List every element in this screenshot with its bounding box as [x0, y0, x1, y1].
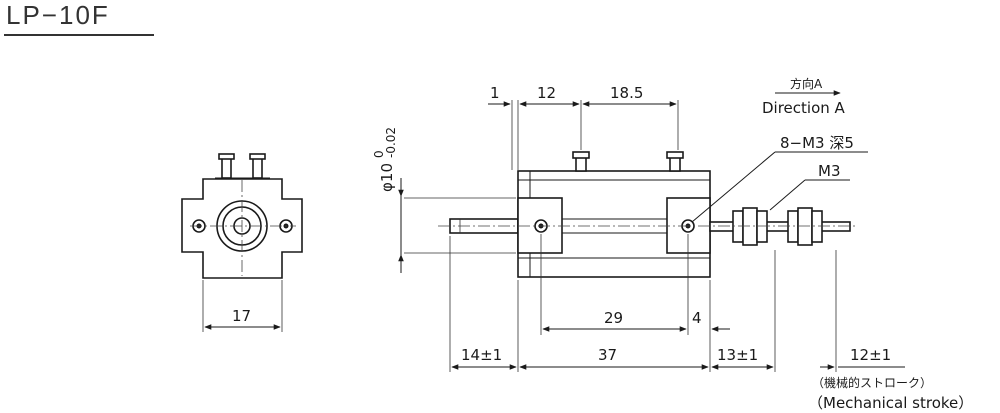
dim-13: 13±1	[717, 346, 758, 364]
title-underline	[4, 34, 154, 36]
end-view	[181, 153, 303, 332]
dim-29: 29	[604, 309, 623, 327]
stroke-jp-label: （機械的ストローク）	[812, 375, 932, 390]
dim-diameter: φ10	[378, 163, 396, 192]
thread-holes-label: 8−M3 深5	[780, 134, 854, 152]
dim-37: 37	[598, 346, 617, 364]
direction-jp-label: 方向A	[790, 76, 823, 91]
dim-4: 4	[692, 309, 702, 327]
dim-14: 14±1	[461, 346, 502, 364]
dim-12-stroke: 12±1	[850, 346, 891, 364]
stroke-en-label: （Mechanical stroke）	[808, 394, 973, 412]
dim-diameter-tol-lower: -0.02	[384, 127, 398, 158]
dim-diameter-tol-upper: 0	[372, 150, 386, 158]
thread-nut-label: M3	[818, 162, 841, 180]
side-view	[438, 151, 858, 278]
dim-12: 12	[537, 84, 556, 102]
dim-17: 17	[232, 307, 251, 325]
dim-18-5: 18.5	[610, 84, 643, 102]
direction-en-label: Direction A	[762, 99, 846, 117]
drawing-title: LP−10F	[6, 0, 110, 30]
dim-1: 1	[490, 84, 500, 102]
extension-lines	[404, 100, 837, 372]
